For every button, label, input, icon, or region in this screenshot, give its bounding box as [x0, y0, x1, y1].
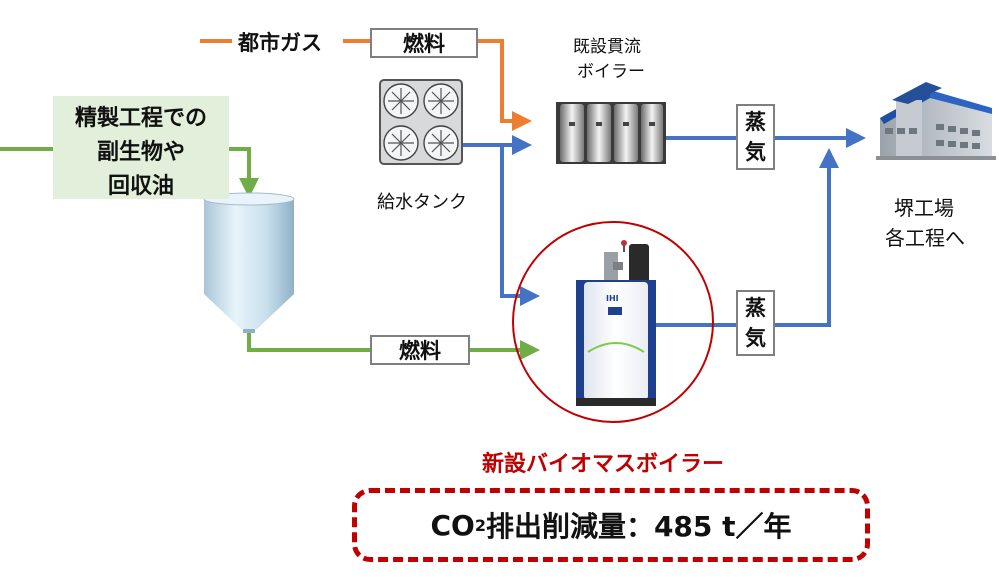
- byproduct-box: 精製工程での 副生物や 回収油: [53, 96, 229, 199]
- co2-subscript: 2: [474, 515, 486, 535]
- feed-water-line: [462, 135, 540, 306]
- fuel-box-top: 燃料: [370, 28, 478, 58]
- steam-top-char2: 気: [745, 140, 766, 164]
- factory-label-line2: 各工程へ: [885, 226, 965, 250]
- existing-boiler-icon: [556, 102, 666, 164]
- existing-boiler-label-line1: 既設貫流: [573, 37, 641, 57]
- steam-bottom-char2: 気: [745, 326, 766, 350]
- city-gas-label: 都市ガス: [238, 31, 322, 55]
- byproduct-fuel-line: [0, 147, 540, 360]
- feed-tank-label: 給水タンク: [377, 192, 467, 213]
- factory-label-line1: 堺工場: [894, 196, 954, 220]
- steam-bottom-char1: 蒸: [745, 296, 766, 320]
- boiler-brand-label: IHI: [606, 294, 619, 303]
- new-boiler-icon: [576, 240, 656, 406]
- byproduct-line3: 回収油: [107, 174, 174, 199]
- byproduct-line2: 副生物や: [96, 140, 185, 165]
- new-boiler-title: 新設バイオマスボイラー: [482, 452, 725, 477]
- new-boiler-highlight: [512, 221, 714, 423]
- fuel-box-bottom: 燃料: [370, 335, 470, 365]
- existing-boiler-label-line2: ボイラー: [577, 62, 645, 82]
- factory-icon: [876, 82, 996, 160]
- co2-prefix: CO: [430, 508, 475, 542]
- steam-line: [656, 128, 866, 327]
- steam-box-bottom: 蒸 気: [736, 290, 775, 356]
- feed-tank-icon: [379, 79, 463, 165]
- steam-top-char1: 蒸: [745, 110, 766, 134]
- co2-reduction-text: 排出削減量：485 t／年: [485, 510, 792, 543]
- storage-tank-icon: [203, 192, 295, 333]
- byproduct-line1: 精製工程での: [74, 106, 207, 131]
- steam-box-top: 蒸 気: [736, 104, 775, 170]
- city-gas-line: [200, 39, 532, 131]
